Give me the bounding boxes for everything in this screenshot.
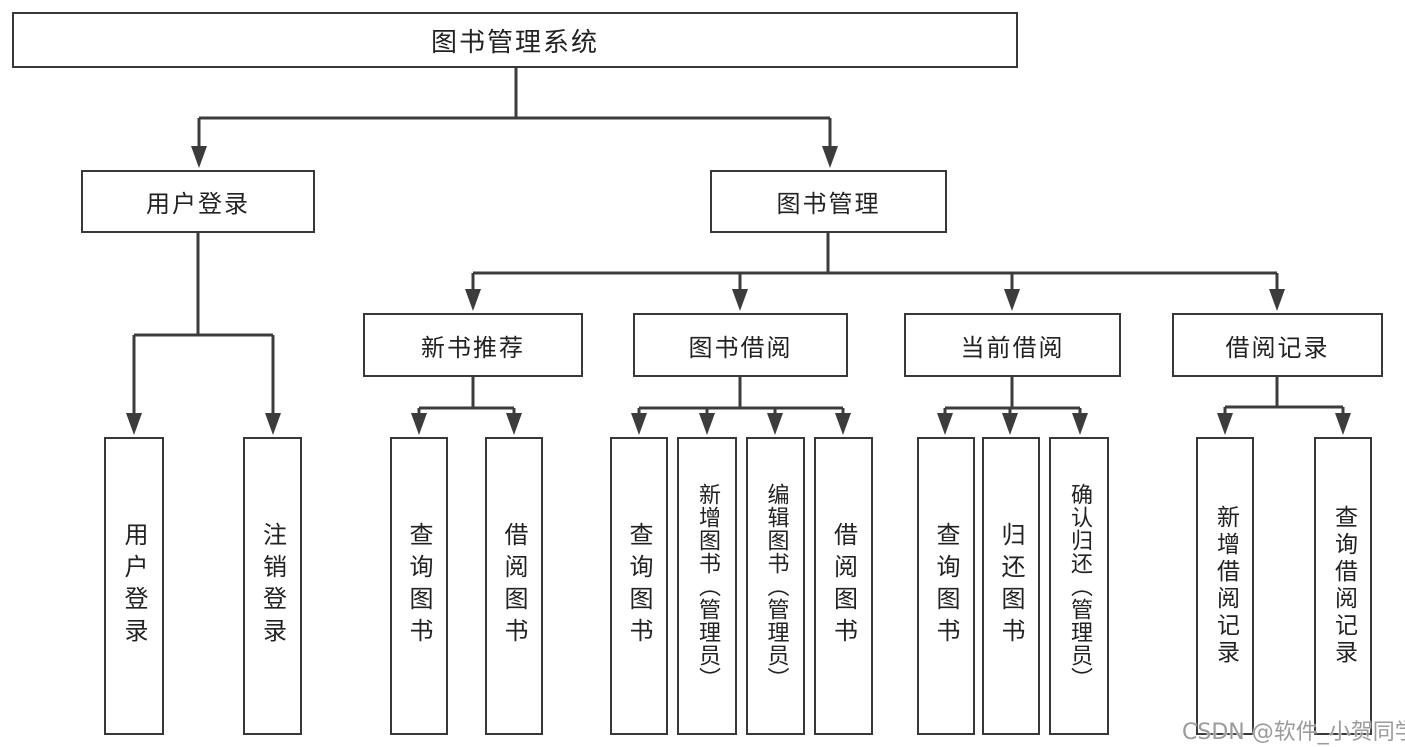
leaf-query-books-rec: 查询图书	[390, 437, 448, 735]
leaf-borrow-books: 借阅图书	[814, 437, 873, 735]
connector-borrow-records	[1223, 377, 1345, 417]
leaf-query-books-current: 查询图书	[917, 437, 975, 735]
leaf-label: 新增借阅记录	[1212, 505, 1239, 667]
node-new-book-rec: 新书推荐	[363, 313, 583, 377]
leaf-return-books: 归还图书	[982, 437, 1040, 735]
leaf-label: 注销登录	[258, 522, 287, 650]
leaf-label: 借阅图书	[500, 522, 528, 650]
arrowhead	[506, 413, 522, 435]
arrowhead	[1217, 413, 1233, 435]
arrowhead	[822, 146, 838, 168]
leaf-add-books-admin: 新增图书（管理员）	[677, 437, 737, 735]
arrowhead	[191, 146, 207, 168]
arrowhead	[1002, 413, 1018, 435]
arrowhead	[1004, 289, 1020, 311]
leaf-user-login: 用户登录	[104, 437, 164, 735]
node-book-mgmt-label: 图书管理	[776, 190, 881, 218]
leaf-confirm-return-admin: 确认归还（管理员）	[1049, 437, 1109, 735]
node-book-borrow: 图书借阅	[633, 313, 848, 377]
node-borrow-records: 借阅记录	[1172, 313, 1383, 377]
leaf-label: 借阅图书	[829, 522, 858, 650]
leaf-query-borrow-record: 查询借阅记录	[1314, 437, 1372, 735]
arrowhead	[1269, 289, 1285, 311]
leaf-borrow-books-rec: 借阅图书	[485, 437, 543, 735]
leaf-label: 查询图书	[932, 522, 960, 650]
node-book-borrow-label: 图书借阅	[688, 333, 793, 362]
leaf-edit-books-admin: 编辑图书（管理员）	[746, 437, 805, 735]
connector-current-borrow	[943, 377, 1082, 417]
connector-book-mgmt	[471, 233, 1279, 293]
arrowhead	[937, 413, 953, 435]
node-borrow-records-label: 借阅记录	[1225, 333, 1330, 362]
node-root-label: 图书管理系统	[430, 27, 599, 58]
connector-book-borrow	[637, 377, 845, 417]
leaf-label: 新增图书（管理员）	[695, 482, 720, 690]
arrowhead	[835, 413, 851, 435]
connector-root	[197, 68, 832, 150]
node-user-login: 用户登录	[81, 170, 315, 233]
arrowhead	[265, 413, 281, 435]
leaf-label: 查询借阅记录	[1330, 505, 1357, 667]
node-current-borrow: 当前借阅	[904, 313, 1121, 377]
leaf-label: 查询图书	[625, 522, 653, 650]
arrowhead	[411, 413, 427, 435]
arrowhead	[699, 413, 715, 435]
leaf-add-borrow-record: 新增借阅记录	[1196, 437, 1254, 735]
connector-user-login	[132, 233, 275, 417]
connector-new-book-rec	[417, 377, 516, 417]
arrowhead	[126, 413, 142, 435]
arrowhead	[732, 289, 748, 311]
node-new-book-rec-label: 新书推荐	[421, 333, 525, 362]
node-book-mgmt: 图书管理	[710, 170, 947, 233]
csdn-watermark: CSDN @软件_小贺同学	[1182, 720, 1405, 745]
node-user-login-label: 用户登录	[146, 190, 250, 218]
leaf-logout: 注销登录	[243, 437, 302, 735]
node-current-borrow-label: 当前借阅	[960, 333, 1065, 362]
leaf-label: 编辑图书（管理员）	[763, 482, 789, 690]
leaf-query-books-borrow: 查询图书	[610, 437, 668, 735]
leaf-label: 查询图书	[405, 522, 433, 650]
leaf-label: 确认归还（管理员）	[1067, 482, 1092, 690]
leaf-label: 用户登录	[120, 522, 148, 650]
leaf-label: 归还图书	[997, 522, 1025, 650]
node-root: 图书管理系统	[12, 12, 1018, 68]
arrowhead	[631, 413, 647, 435]
arrowhead	[1072, 413, 1088, 435]
arrowhead	[465, 289, 481, 311]
arrowhead	[767, 413, 783, 435]
arrowhead	[1335, 413, 1351, 435]
